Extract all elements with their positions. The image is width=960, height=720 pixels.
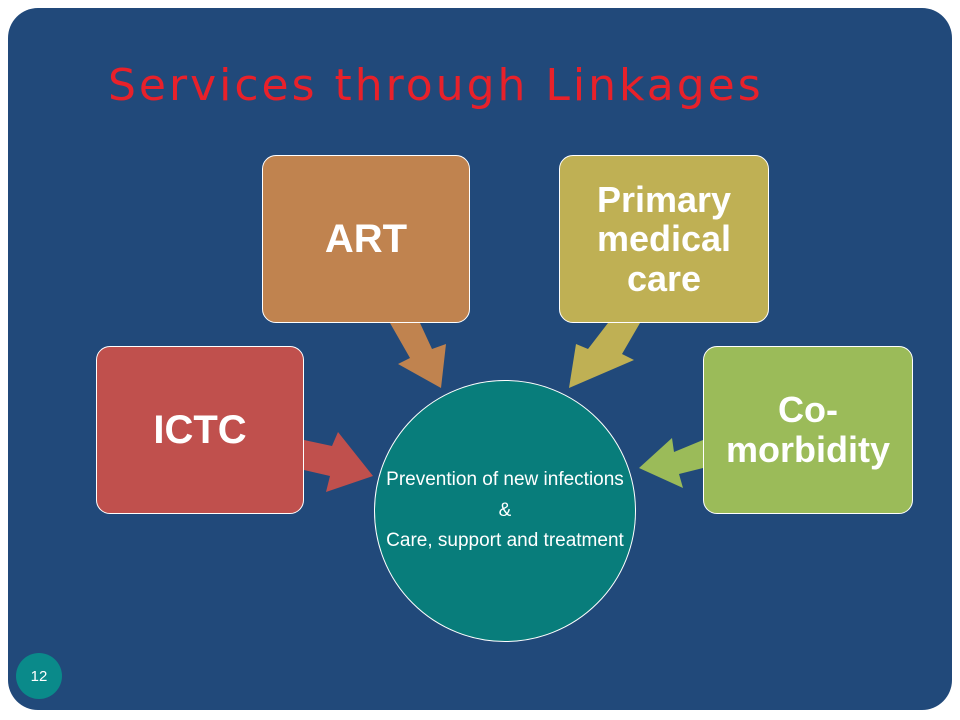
arrow-ictc (304, 432, 373, 492)
hub-line-care: Care, support and treatment (386, 530, 624, 552)
linkage-arrows (304, 323, 703, 492)
slide-background: Services through Linkages ICTC ART Prima… (8, 8, 952, 710)
node-ictc: ICTC (96, 346, 304, 514)
slide-title: Services through Linkages (108, 60, 764, 111)
arrow-primary-care (569, 323, 640, 388)
hub-line-ampersand: & (498, 499, 512, 521)
node-art: ART (262, 155, 470, 323)
arrow-art (390, 323, 446, 388)
hub-circle: Prevention of new infections & Care, sup… (374, 380, 636, 642)
hub-line-prevention: Prevention of new infections (386, 468, 624, 490)
page-number-badge: 12 (16, 653, 62, 699)
node-co-morbidity: Co-morbidity (703, 346, 913, 514)
node-primary-medical-care: Primary medical care (559, 155, 769, 323)
arrow-co-morbidity (639, 438, 703, 488)
